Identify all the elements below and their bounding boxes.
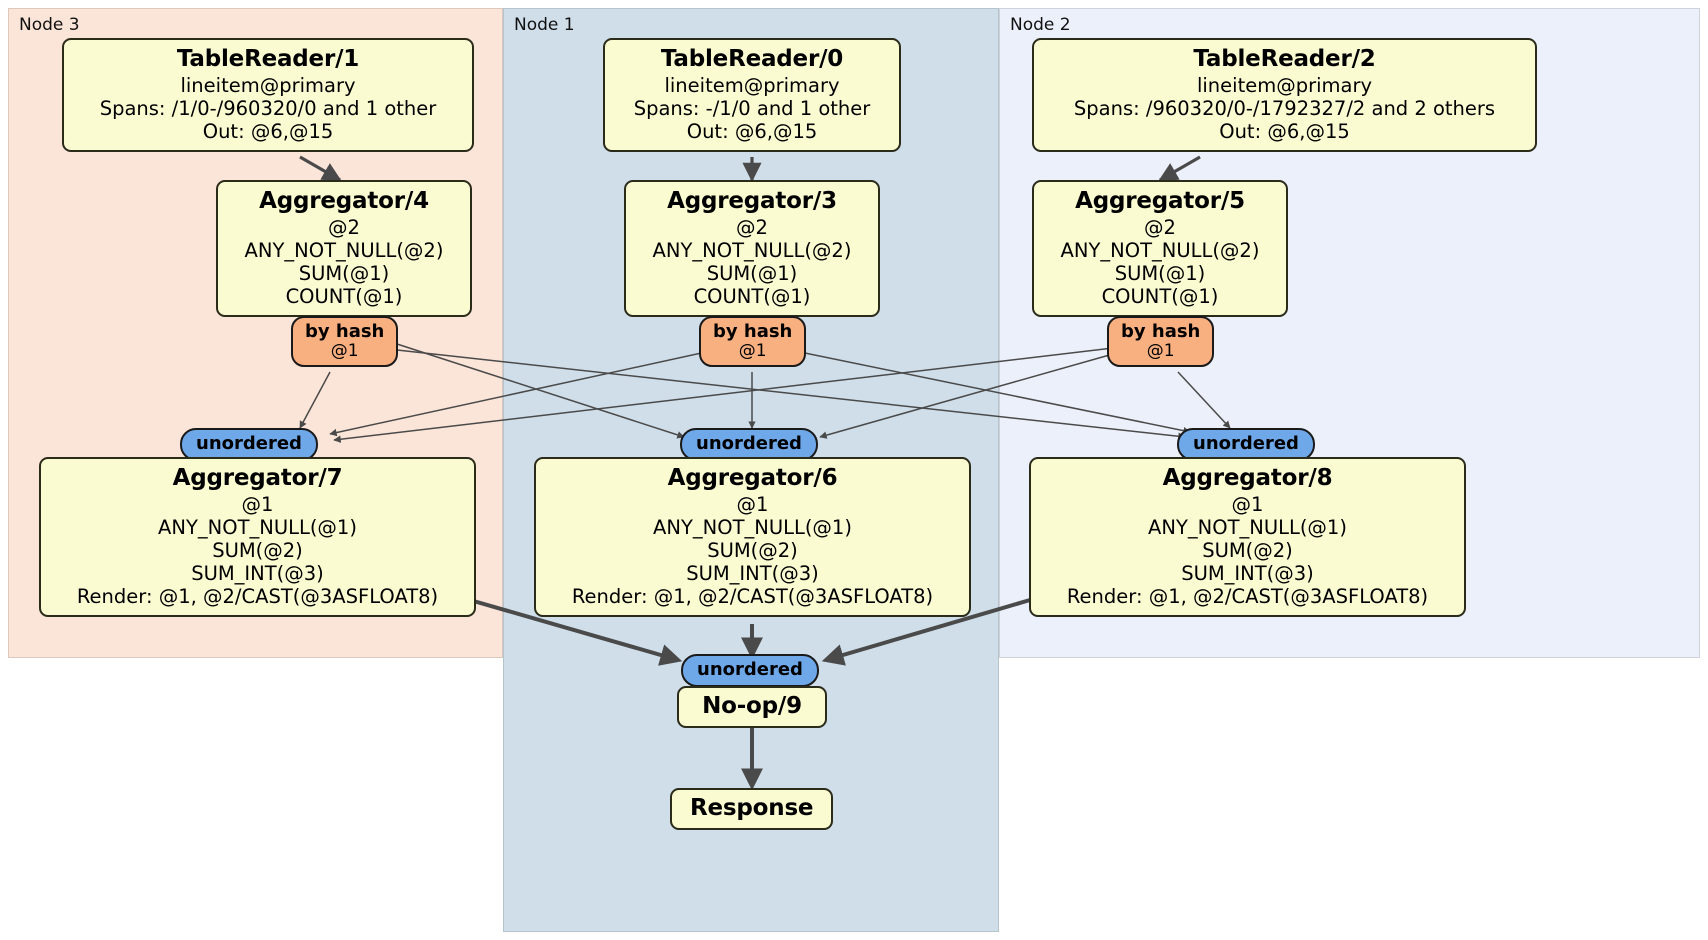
- synchronizer-unordered-aggregator-7[interactable]: unordered: [180, 428, 318, 461]
- processor-title: TableReader/1: [176, 46, 360, 72]
- processor-detail-line: lineitem@primary: [1196, 74, 1373, 98]
- processor-detail-line: Render: @1, @2/CAST(@3ASFLOAT8): [571, 585, 934, 609]
- processor-detail-line: Render: @1, @2/CAST(@3ASFLOAT8): [1066, 585, 1429, 609]
- processor-detail-line: Out: @6,@15: [1219, 120, 1350, 144]
- processor-detail-line: Spans: /960320/0-/1792327/2 and 2 others: [1073, 97, 1496, 121]
- router-sublabel: @1: [1146, 340, 1175, 361]
- processor-title: Aggregator/4: [259, 188, 429, 214]
- processor-title: Aggregator/7: [172, 465, 343, 491]
- synchronizer-unordered-aggregator-6[interactable]: unordered: [680, 428, 818, 461]
- processor-aggregator-3[interactable]: Aggregator/3 @2 ANY_NOT_NULL(@2) SUM(@1)…: [624, 180, 880, 318]
- processor-aggregator-4[interactable]: Aggregator/4 @2 ANY_NOT_NULL(@2) SUM(@1)…: [216, 180, 472, 318]
- processor-response[interactable]: Response: [670, 788, 833, 831]
- processor-no-op-9[interactable]: No-op/9: [677, 686, 827, 729]
- processor-detail-line: SUM(@1): [706, 262, 798, 286]
- processor-detail-line: SUM(@2): [1202, 539, 1293, 563]
- processor-detail-line: @2: [736, 216, 768, 240]
- processor-title: Response: [690, 795, 814, 821]
- processor-detail-line: ANY_NOT_NULL(@1): [1148, 516, 1347, 540]
- processor-detail-line: SUM(@2): [212, 539, 303, 563]
- processor-aggregator-8[interactable]: Aggregator/8 @1 ANY_NOT_NULL(@1) SUM(@2)…: [1029, 457, 1466, 618]
- processor-detail-line: @1: [736, 493, 769, 517]
- processor-detail-line: Out: @6,@15: [202, 120, 334, 144]
- processor-table-reader-1[interactable]: TableReader/1 lineitem@primary Spans: /1…: [62, 38, 474, 153]
- router-label: by hash: [713, 321, 793, 342]
- processor-detail-line: SUM(@2): [707, 539, 798, 563]
- processor-detail-line: SUM_INT(@3): [1181, 562, 1314, 586]
- router-sublabel: @1: [330, 340, 359, 361]
- processor-title: Aggregator/3: [667, 188, 837, 214]
- router-label: unordered: [697, 659, 803, 680]
- processor-detail-line: Out: @6,@15: [686, 120, 818, 144]
- router-by-hash-aggregator-4[interactable]: by hash @1: [291, 316, 399, 368]
- processor-title: TableReader/2: [1193, 46, 1376, 72]
- node-region-node1-label: Node 1: [514, 15, 575, 35]
- processor-detail-line: SUM_INT(@3): [191, 562, 324, 586]
- processor-detail-line: COUNT(@1): [1101, 285, 1219, 309]
- processor-aggregator-5[interactable]: Aggregator/5 @2 ANY_NOT_NULL(@2) SUM(@1)…: [1032, 180, 1288, 318]
- processor-detail-line: ANY_NOT_NULL(@1): [158, 516, 357, 540]
- processor-detail-line: COUNT(@1): [285, 285, 403, 309]
- processor-detail-line: @1: [241, 493, 274, 517]
- processor-detail-line: SUM_INT(@3): [686, 562, 819, 586]
- processor-aggregator-7[interactable]: Aggregator/7 @1 ANY_NOT_NULL(@1) SUM(@2)…: [39, 457, 476, 618]
- processor-detail-line: ANY_NOT_NULL(@2): [244, 239, 444, 263]
- router-label: unordered: [696, 433, 802, 454]
- processor-aggregator-6[interactable]: Aggregator/6 @1 ANY_NOT_NULL(@1) SUM(@2)…: [534, 457, 971, 618]
- processor-title: TableReader/0: [660, 46, 844, 72]
- synchronizer-unordered-final[interactable]: unordered: [681, 654, 819, 687]
- processor-table-reader-0[interactable]: TableReader/0 lineitem@primary Spans: -/…: [603, 38, 901, 153]
- processor-detail-line: @2: [1144, 216, 1176, 240]
- processor-detail-line: Spans: -/1/0 and 1 other: [633, 97, 871, 121]
- processor-table-reader-2[interactable]: TableReader/2 lineitem@primary Spans: /9…: [1032, 38, 1537, 153]
- processor-detail-line: Spans: /1/0-/960320/0 and 1 other: [99, 97, 437, 121]
- processor-detail-line: COUNT(@1): [693, 285, 811, 309]
- router-sublabel: @1: [738, 340, 767, 361]
- processor-title: Aggregator/5: [1075, 188, 1245, 214]
- processor-detail-line: ANY_NOT_NULL(@2): [1060, 239, 1260, 263]
- router-label: unordered: [196, 433, 302, 454]
- router-label: by hash: [305, 321, 385, 342]
- processor-detail-line: lineitem@primary: [664, 74, 840, 98]
- router-label: unordered: [1193, 433, 1299, 454]
- node-region-node3-label: Node 3: [19, 15, 80, 35]
- router-by-hash-aggregator-3[interactable]: by hash @1: [699, 316, 807, 368]
- processor-title: Aggregator/8: [1162, 465, 1333, 491]
- router-by-hash-aggregator-5[interactable]: by hash @1: [1107, 316, 1215, 368]
- processor-detail-line: lineitem@primary: [180, 74, 356, 98]
- router-label: by hash: [1121, 321, 1201, 342]
- processor-detail-line: @1: [1231, 493, 1264, 517]
- processor-title: Aggregator/6: [667, 465, 838, 491]
- node-region-node2-label: Node 2: [1010, 15, 1071, 35]
- processor-detail-line: SUM(@1): [1114, 262, 1206, 286]
- processor-detail-line: @2: [328, 216, 360, 240]
- processor-detail-line: SUM(@1): [298, 262, 390, 286]
- synchronizer-unordered-aggregator-8[interactable]: unordered: [1177, 428, 1315, 461]
- processor-detail-line: ANY_NOT_NULL(@1): [653, 516, 852, 540]
- processor-detail-line: Render: @1, @2/CAST(@3ASFLOAT8): [76, 585, 439, 609]
- processor-detail-line: ANY_NOT_NULL(@2): [652, 239, 852, 263]
- processor-title: No-op/9: [702, 693, 802, 719]
